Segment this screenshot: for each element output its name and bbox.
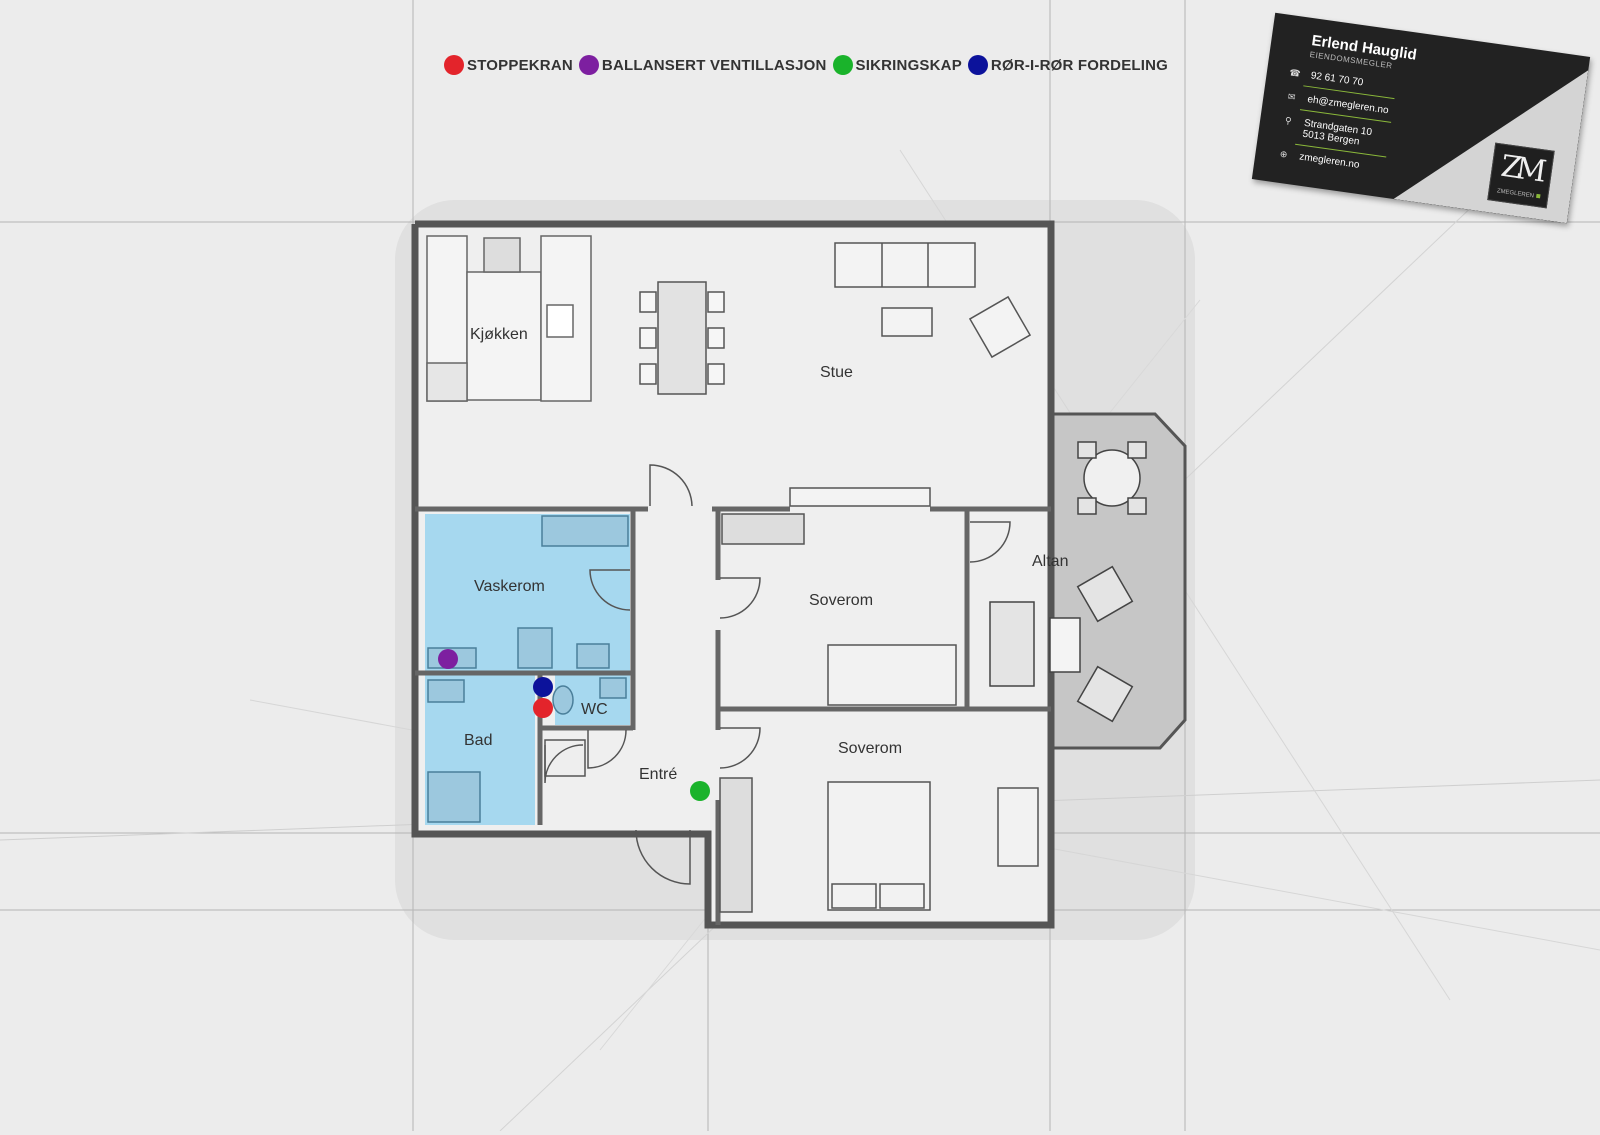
card-email: eh@zmegleren.no bbox=[1306, 94, 1390, 117]
bedroom2-desk bbox=[997, 787, 1039, 867]
marker-pipe-in-pipe bbox=[533, 677, 553, 697]
mail-icon: ✉ bbox=[1287, 91, 1297, 103]
door-swing bbox=[544, 744, 584, 784]
bedroom2-pillow bbox=[831, 883, 877, 909]
room-label-laundry: Vaskerom bbox=[474, 578, 545, 595]
logo-wordmark: ZMEGLEREN bbox=[1489, 187, 1547, 201]
inner-walls bbox=[415, 506, 1051, 925]
dining-chair bbox=[707, 291, 725, 313]
legend-label: STOPPEKRAN bbox=[467, 56, 573, 74]
card-address-row: ⚲ Strandgaten 10 5013 Bergen bbox=[1280, 115, 1373, 149]
dining-chair bbox=[707, 363, 725, 385]
balcony-table bbox=[1083, 449, 1141, 507]
legend: STOPPEKRAN BALLANSERT VENTILLASJON SIKRI… bbox=[444, 52, 1170, 78]
card-phone-row: ☎ 92 61 70 70 bbox=[1288, 67, 1364, 88]
wc-sink bbox=[599, 677, 627, 699]
coffee-table bbox=[881, 307, 933, 337]
kitchen-counters bbox=[426, 235, 592, 402]
door-swing bbox=[969, 521, 1011, 563]
sink bbox=[546, 304, 574, 338]
legend-dot bbox=[967, 55, 988, 75]
dining-table bbox=[657, 281, 707, 395]
bedroom2-wardrobe bbox=[719, 777, 753, 913]
legend-item-fuse-box: SIKRINGSKAP bbox=[832, 55, 962, 75]
dining-group bbox=[639, 281, 725, 395]
legend-dot bbox=[578, 55, 599, 75]
legend-item-stop-valve: STOPPEKRAN bbox=[444, 55, 573, 75]
marker-fuse-box bbox=[690, 781, 710, 801]
fridge bbox=[426, 362, 468, 402]
bath-shower bbox=[427, 771, 481, 823]
legend-item-pipe-in-pipe: RØR-I-RØR FORDELING bbox=[967, 55, 1169, 75]
legend-item-ventilation: BALLANSERT VENTILLASJON bbox=[578, 55, 827, 75]
door-swing bbox=[635, 829, 691, 885]
washing-machine bbox=[517, 627, 553, 669]
bedroom1-wardrobe bbox=[721, 513, 805, 545]
sofa bbox=[834, 242, 976, 288]
dining-chair bbox=[707, 327, 725, 349]
legend-label: RØR-I-RØR FORDELING bbox=[990, 56, 1169, 74]
logo-text: ZMEGLEREN bbox=[1496, 188, 1535, 200]
globe-icon: ⊕ bbox=[1279, 148, 1289, 160]
laundry-sink bbox=[576, 643, 610, 669]
door-swing bbox=[587, 729, 627, 769]
card-website: zmegleren.no bbox=[1298, 151, 1361, 171]
card-address: Strandgaten 10 5013 Bergen bbox=[1302, 118, 1373, 149]
room-label-bedroom-1: Soverom bbox=[809, 592, 874, 609]
phone-icon: ☎ bbox=[1288, 67, 1302, 79]
laundry-bench bbox=[541, 515, 629, 547]
markers bbox=[438, 649, 710, 801]
door-swing bbox=[589, 569, 631, 611]
toilet bbox=[552, 685, 574, 715]
logo-mark: ZM bbox=[1498, 148, 1543, 189]
legend-label: BALLANSERT VENTILLASJON bbox=[601, 56, 827, 74]
room-label-bedroom-2: Soverom bbox=[838, 740, 903, 757]
legend-dot bbox=[832, 55, 853, 75]
room-label-bath: Bad bbox=[464, 732, 493, 749]
balcony-chair bbox=[1077, 497, 1097, 515]
balcony-furniture bbox=[989, 441, 1147, 723]
logo-accent-square bbox=[1535, 193, 1541, 199]
room-label-kitchen: Kjøkken bbox=[470, 326, 528, 343]
bedroom1-bed bbox=[827, 644, 957, 706]
marker-stop-valve bbox=[533, 698, 553, 718]
outer-wall bbox=[411, 224, 1055, 929]
living-furniture bbox=[789, 242, 1032, 507]
balcony-side-table bbox=[1049, 617, 1081, 673]
counter-island bbox=[466, 271, 542, 401]
door-swings bbox=[544, 464, 1011, 885]
company-logo: ZM ZMEGLEREN bbox=[1487, 142, 1555, 209]
balcony-chair bbox=[1127, 441, 1147, 459]
door-swing bbox=[719, 577, 761, 619]
card-phone: 92 61 70 70 bbox=[1310, 70, 1364, 89]
dining-chair bbox=[639, 327, 657, 349]
door-swing bbox=[719, 727, 761, 769]
marker-ventilation bbox=[438, 649, 458, 669]
bath-sink bbox=[427, 679, 465, 703]
dining-chair bbox=[639, 291, 657, 313]
balcony-armchair bbox=[1076, 665, 1134, 723]
armchair bbox=[968, 295, 1032, 359]
tv-bench bbox=[789, 487, 931, 507]
balcony-chair bbox=[1077, 441, 1097, 459]
room-label-entrance: Entré bbox=[639, 766, 678, 783]
room-label-balcony: Altan bbox=[1032, 553, 1069, 570]
stove bbox=[483, 237, 521, 273]
location-pin-icon: ⚲ bbox=[1284, 115, 1293, 126]
bedroom2-pillow bbox=[879, 883, 925, 909]
room-label-living: Stue bbox=[820, 364, 853, 381]
legend-label: SIKRINGSKAP bbox=[855, 56, 962, 74]
dining-chair bbox=[639, 363, 657, 385]
balcony-sofa bbox=[989, 601, 1035, 687]
legend-dot bbox=[444, 55, 464, 75]
balcony-armchair bbox=[1076, 565, 1134, 623]
door-swing bbox=[649, 464, 693, 507]
room-label-wc: WC bbox=[581, 701, 608, 718]
bedroom-furniture bbox=[544, 513, 1039, 913]
balcony-chair bbox=[1127, 497, 1147, 515]
